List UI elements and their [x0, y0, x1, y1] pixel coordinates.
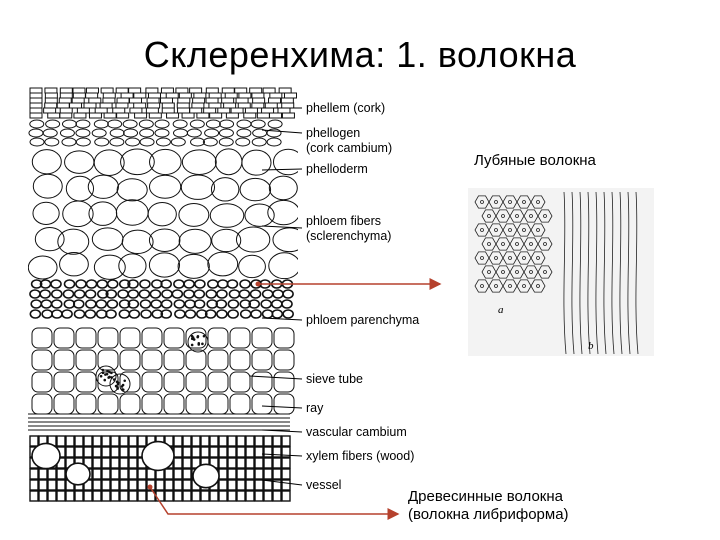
inset-letter-b: b [588, 340, 594, 352]
slide-title: Склеренхима: 1. волокна [143, 34, 577, 75]
label-vessel: vessel [306, 478, 342, 492]
annotation-bast-fibers: Лубяные волокна [474, 152, 596, 169]
fiber-inset-image: a b [468, 188, 654, 356]
inset-letter-a: a [498, 304, 504, 316]
label-phellogen-line1: phellogen [306, 126, 361, 140]
label-phloem-fibers: phloem fibers (sclerenchyma) [306, 214, 391, 244]
label-phloem-fibers-line2: (sclerenchyma) [306, 229, 392, 243]
annotation-wood-fibers-line2: (волокна либриформа) [408, 506, 569, 523]
label-vascular-cambium: vascular cambium [306, 425, 407, 439]
label-phelloderm: phelloderm [306, 162, 368, 176]
label-phloem-fibers-line1: phloem fibers [306, 214, 382, 228]
label-ray: ray [306, 401, 324, 415]
label-phellogen: phellogen (cork cambium) [306, 126, 392, 156]
label-phellogen-line2: (cork cambium) [306, 141, 393, 155]
label-xylem-fibers: xylem fibers (wood) [306, 449, 415, 463]
label-phloem-parenchyma: phloem parenchyma [306, 313, 420, 327]
label-sieve-tube: sieve tube [306, 372, 363, 386]
stem-cross-section-drawing [28, 84, 298, 504]
label-phellem: phellem (cork) [306, 101, 386, 115]
annotation-wood-fibers-line1: Древесинные волокна [408, 488, 563, 505]
annotation-wood-fibers: Древесинные волокна (волокна либриформа) [408, 488, 569, 524]
